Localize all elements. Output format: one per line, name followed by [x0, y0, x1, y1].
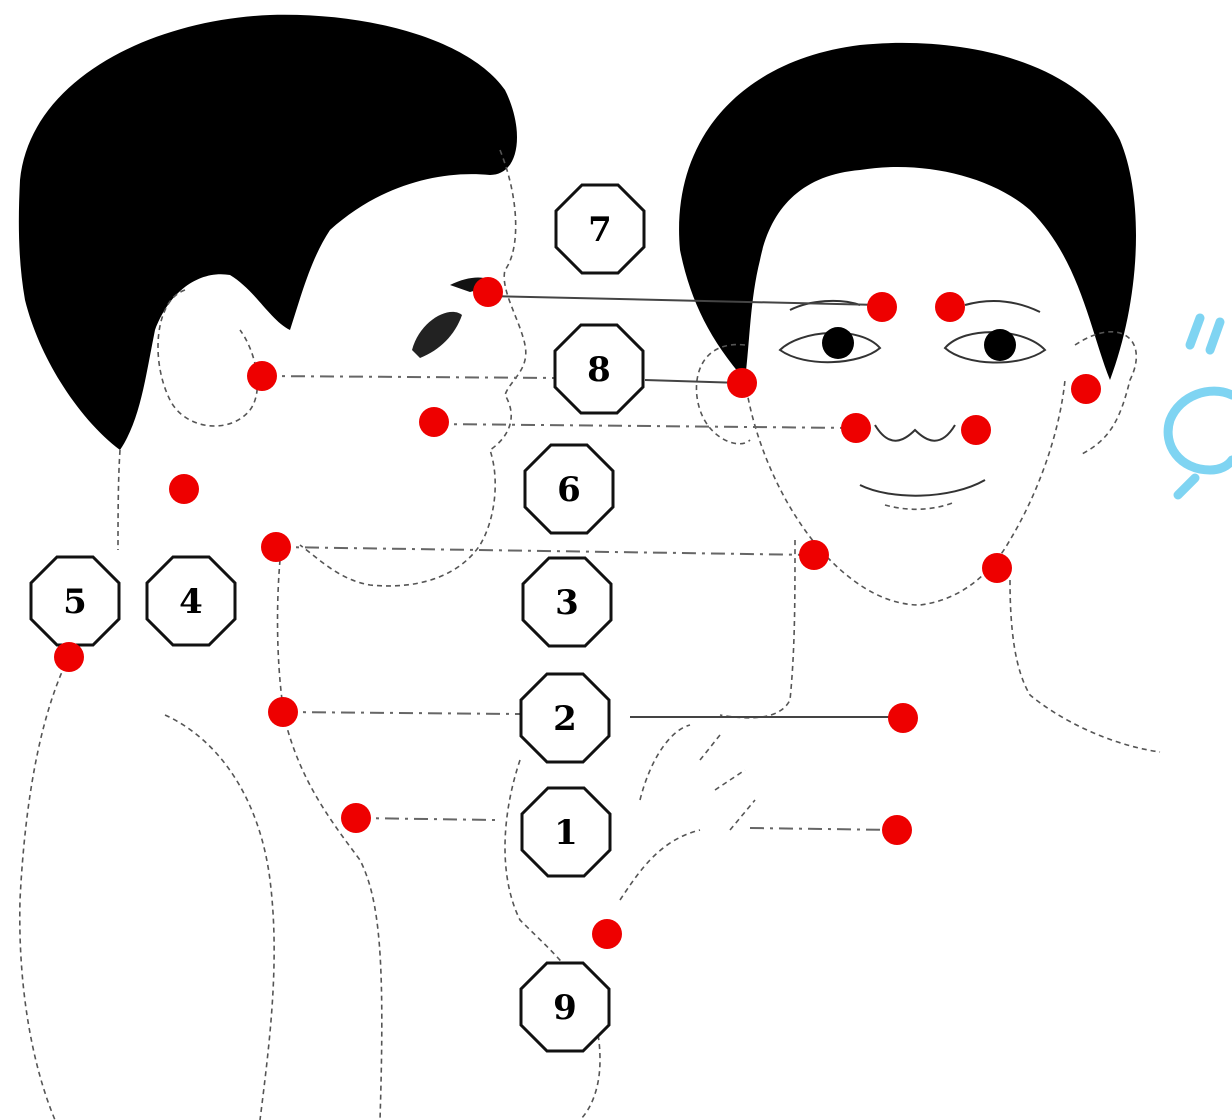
- watermark-fragment: [1163, 313, 1232, 500]
- point-jaw-front-left: [799, 540, 829, 570]
- front-ear-right: [1074, 331, 1137, 456]
- point-nose-right: [961, 415, 991, 445]
- front-neck-left: [719, 539, 796, 719]
- profile-arm-line: [164, 714, 275, 1120]
- front-neck-right: [1009, 579, 1161, 753]
- profile-ear: [157, 289, 259, 427]
- leader-ear-front: [644, 379, 743, 384]
- point-chest-profile: [268, 697, 298, 727]
- badge-2: 2: [519, 672, 611, 764]
- profile-back-line: [18, 664, 66, 1120]
- leader-temple: [487, 295, 881, 306]
- profile-hair: [18, 14, 518, 451]
- front-face-outline: [744, 379, 1066, 606]
- badge-7: 7: [554, 183, 646, 275]
- front-eye-left-pupil: [822, 327, 854, 359]
- point-shoulder-back: [54, 642, 84, 672]
- profile-face-outline: [299, 149, 527, 587]
- leader-rib: [355, 817, 496, 821]
- watermark-tail: [1173, 473, 1200, 500]
- point-chest-front: [888, 703, 918, 733]
- front-mouth: [859, 479, 986, 497]
- badge-1: 1: [520, 786, 612, 878]
- watermark-quote-2: [1205, 317, 1225, 355]
- front-eye-right-pupil: [984, 329, 1016, 361]
- leader-chest: [282, 711, 521, 715]
- badge-3: 3: [521, 556, 613, 648]
- pressure-points: [54, 277, 1101, 949]
- point-neck-profile: [169, 474, 199, 504]
- profile-torso-front: [504, 759, 601, 1120]
- badge-6: 6: [523, 443, 615, 535]
- leader-cheek: [433, 423, 856, 429]
- front-hair: [679, 42, 1137, 381]
- profile-eye: [412, 311, 462, 358]
- front-figure: [679, 42, 1161, 753]
- front-lower-lip: [884, 501, 956, 511]
- front-eye-right-outline: [943, 331, 1047, 364]
- leader-hand: [749, 827, 898, 831]
- point-hand: [882, 815, 912, 845]
- badge-7-label: 7: [588, 210, 612, 250]
- point-eyebrow-inner-right: [935, 292, 965, 322]
- badge-8-label: 8: [587, 350, 611, 390]
- front-ear-left: [695, 343, 751, 445]
- front-eye-left-outline: [778, 331, 882, 364]
- front-nose: [874, 424, 956, 442]
- watermark-ring: [1163, 386, 1232, 475]
- badge-4: 4: [145, 555, 237, 647]
- point-jaw-front-right: [982, 553, 1012, 583]
- point-ear-front-right: [1071, 374, 1101, 404]
- point-cheek-profile: [419, 407, 449, 437]
- number-badges: 7 8 6 3 2 1 9 5: [29, 183, 646, 1053]
- point-jaw-profile: [261, 532, 291, 562]
- badge-2-label: 2: [553, 699, 577, 739]
- profile-neck-back: [117, 449, 121, 551]
- leader-lines: [261, 295, 903, 831]
- point-nose-left: [841, 413, 871, 443]
- badge-9: 9: [519, 961, 611, 1053]
- point-eyebrow-inner-left: [867, 292, 897, 322]
- point-ear-front-left: [727, 368, 757, 398]
- badge-6-label: 6: [557, 470, 581, 510]
- point-ear-profile: [247, 361, 277, 391]
- leader-jaw: [275, 546, 816, 556]
- point-rib-profile: [341, 803, 371, 833]
- badge-5: 5: [29, 555, 121, 647]
- watermark-quote-1: [1185, 313, 1205, 350]
- badge-5-label: 5: [63, 582, 87, 622]
- profile-chest-line: [276, 559, 383, 1120]
- leader-ear: [261, 375, 561, 379]
- badge-9-label: 9: [553, 988, 577, 1028]
- front-eyebrow-left: [789, 299, 861, 311]
- front-eyebrow-right: [964, 300, 1041, 313]
- badge-1-label: 1: [554, 813, 578, 853]
- badge-8: 8: [553, 323, 645, 415]
- point-underarm: [592, 919, 622, 949]
- badge-4-label: 4: [179, 582, 203, 622]
- point-temple-profile: [473, 277, 503, 307]
- badge-3-label: 3: [555, 583, 579, 623]
- profile-hand: [619, 724, 756, 901]
- profile-figure: [18, 14, 756, 1120]
